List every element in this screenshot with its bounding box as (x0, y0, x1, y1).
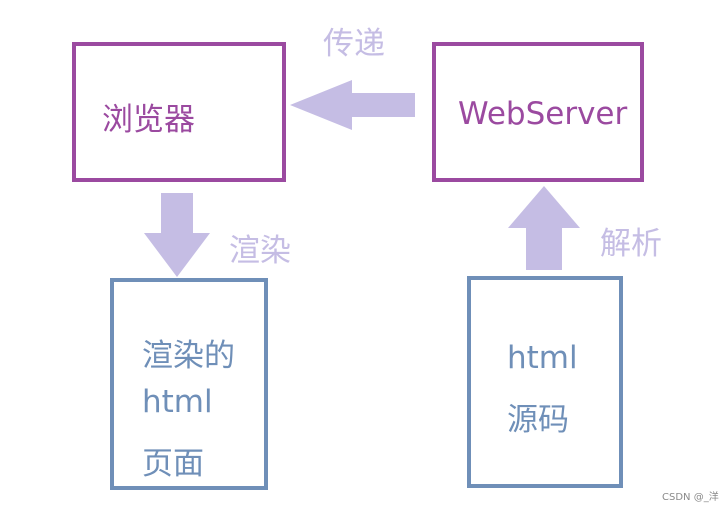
html-source-node: html 源码 (467, 276, 623, 488)
browser-label: 浏览器 (102, 102, 195, 138)
webserver-label: WebServer (458, 96, 628, 132)
arrow-down (144, 193, 210, 277)
watermark: CSDN @_洋 (662, 492, 719, 503)
rendered-page-line-3: 页面 (142, 446, 204, 482)
webserver-node: WebServer (432, 42, 644, 182)
rendered-page-line-2: html (142, 384, 213, 420)
edge-label-transfer: 传递 (323, 26, 385, 62)
edge-label-parse: 解析 (600, 226, 662, 262)
arrow-left (290, 80, 415, 130)
browser-node: 浏览器 (72, 42, 286, 182)
html-source-line-2: 源码 (507, 402, 569, 438)
arrow-up (508, 186, 580, 270)
rendered-page-node: 渲染的 html 页面 (110, 278, 268, 490)
html-source-line-1: html (507, 340, 578, 376)
rendered-page-line-1: 渲染的 (142, 338, 235, 374)
edge-label-render: 渲染 (229, 233, 291, 269)
